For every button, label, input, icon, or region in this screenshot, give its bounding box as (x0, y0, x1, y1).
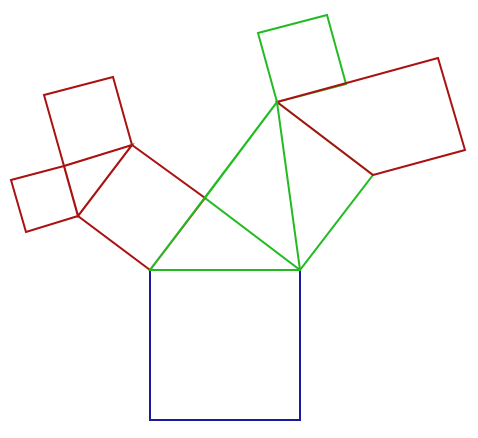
red-square-right-large (274, 56, 467, 177)
red-square-left-small-side (9, 164, 80, 234)
red-square-left-large (76, 143, 207, 272)
shapes-layer (9, 13, 467, 421)
green-center-triangle (147, 99, 302, 271)
red-left-triangle (62, 143, 135, 219)
red-square-left-small-top (42, 75, 134, 168)
base-square (149, 269, 301, 421)
green-square-top (256, 13, 348, 104)
